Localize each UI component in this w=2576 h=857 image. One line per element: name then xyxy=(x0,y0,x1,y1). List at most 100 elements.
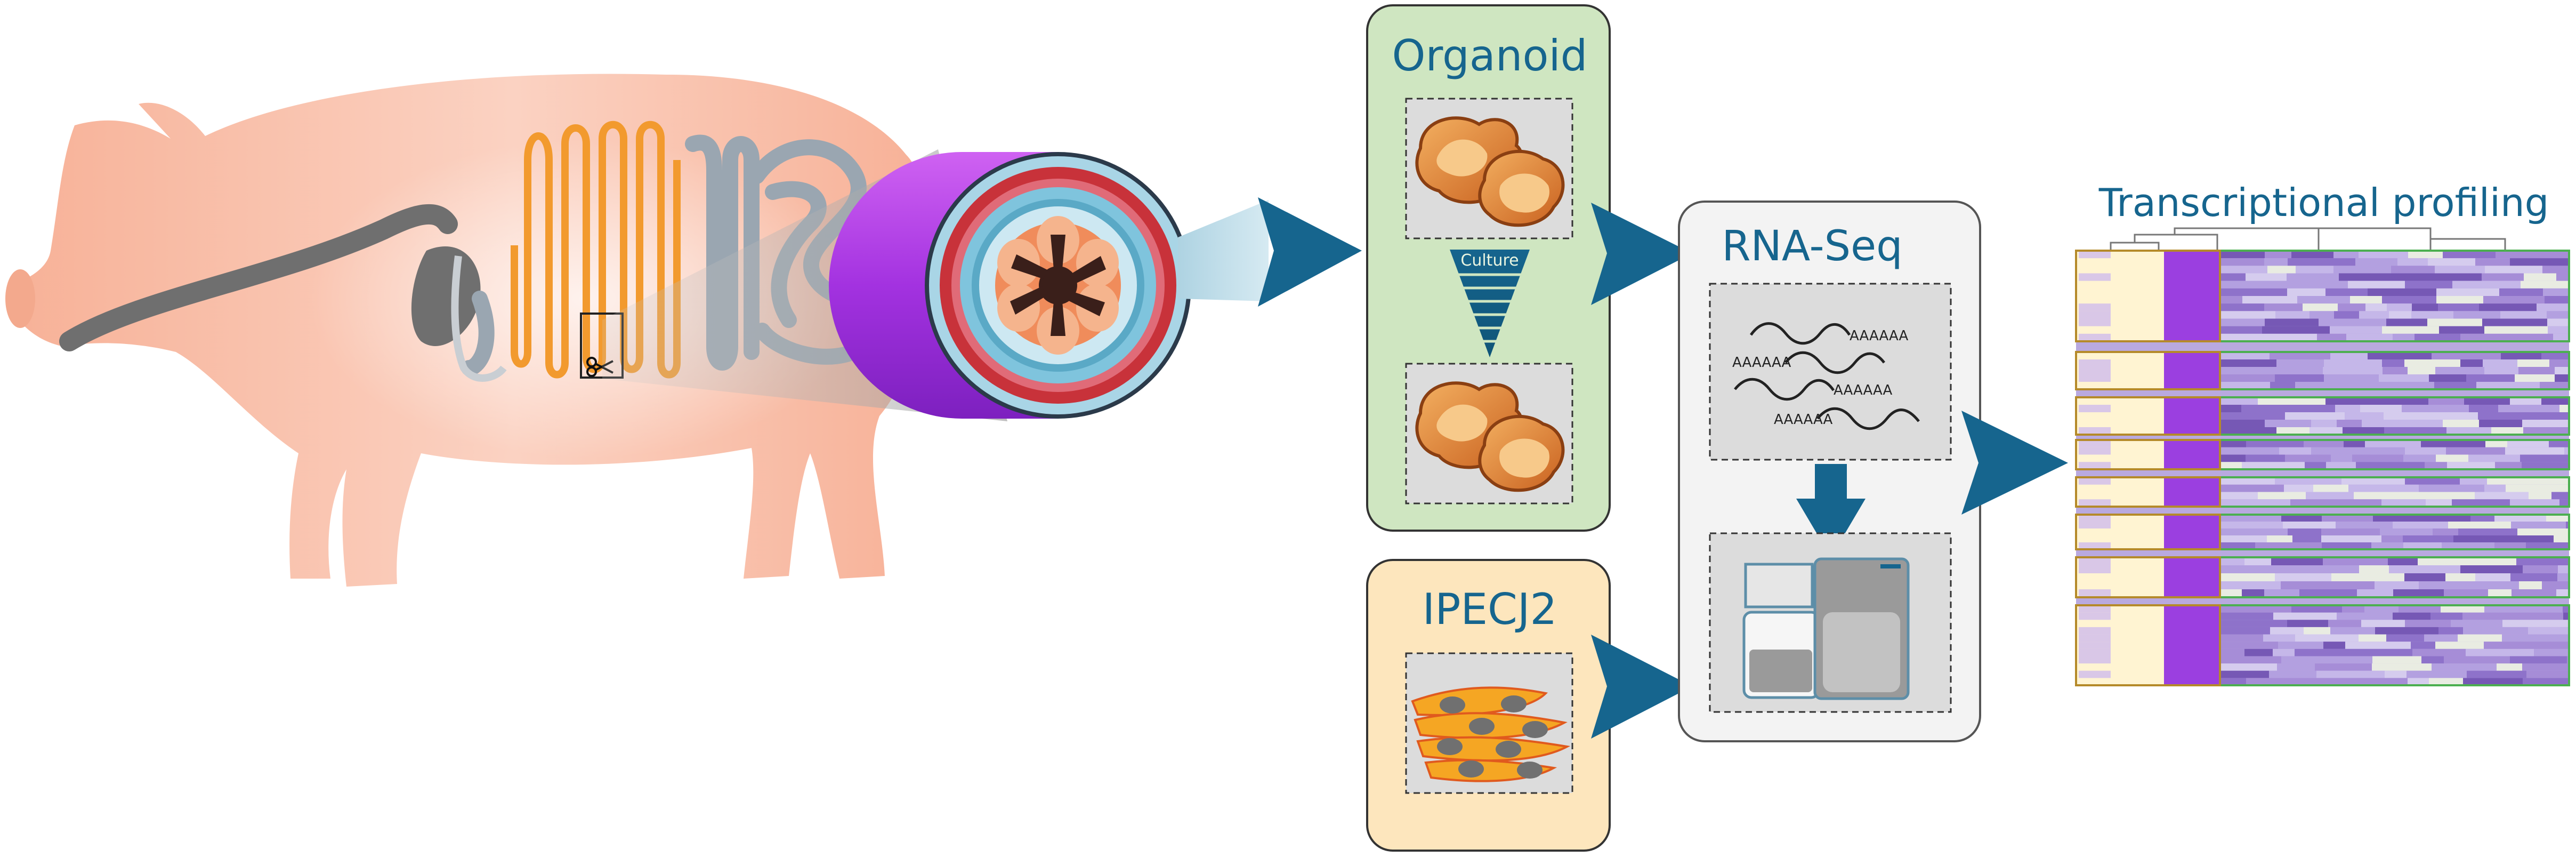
heatmap-cell xyxy=(2079,565,2111,573)
heatmap-cell xyxy=(2255,542,2282,549)
heatmap-cell xyxy=(2359,565,2389,573)
heatmap-cell xyxy=(2220,382,2270,389)
heatmap-cell xyxy=(2478,412,2533,420)
heatmap-cell xyxy=(2330,627,2375,635)
heatmap-cell xyxy=(2359,251,2408,259)
heatmap-cell xyxy=(2537,303,2569,311)
heatmap-cell xyxy=(2435,266,2485,274)
heatmap-cell xyxy=(2523,678,2569,685)
heatmap-cell xyxy=(2457,352,2501,359)
heatmap-cell xyxy=(2559,405,2569,412)
heatmap-cell xyxy=(2404,359,2460,367)
heatmap-cell xyxy=(2494,515,2546,522)
heatmap-cell xyxy=(2258,397,2325,405)
heatmap-cell xyxy=(2428,397,2464,405)
heatmap-cell xyxy=(2343,427,2384,435)
heatmap-cell xyxy=(2421,440,2443,447)
heatmap-cell xyxy=(2364,605,2399,613)
esophagus xyxy=(59,204,458,351)
heatmap-group-cell xyxy=(2164,251,2220,341)
heatmap-cell xyxy=(2290,499,2323,507)
heatmap-cell xyxy=(2413,492,2475,500)
heatmap-cell xyxy=(2384,412,2450,420)
heatmap-cell xyxy=(2342,605,2364,613)
heatmap-cell xyxy=(2220,535,2267,542)
heatmap-cell xyxy=(2491,427,2523,435)
heatmap-cell xyxy=(2528,627,2569,635)
heatmap-cell xyxy=(2391,266,2435,274)
heatmap-cell xyxy=(2452,281,2489,289)
heatmap-cell xyxy=(2220,515,2281,522)
heatmap-cell xyxy=(2357,589,2393,597)
heatmap-cell xyxy=(2434,382,2476,389)
heatmap-cell xyxy=(2079,670,2111,678)
heatmap-cell xyxy=(2331,656,2372,664)
heatmap-cell xyxy=(2220,251,2265,259)
heatmap-cell xyxy=(2291,605,2342,613)
heatmap-cell xyxy=(2484,484,2506,492)
heatmap-cell xyxy=(2220,427,2276,435)
heatmap-cell xyxy=(2220,273,2246,281)
heatmap-cell xyxy=(2287,620,2328,627)
heatmap-cell xyxy=(2270,627,2304,635)
heatmap-cell xyxy=(2079,612,2111,620)
heatmap-cell xyxy=(2556,589,2569,597)
heatmap-cell xyxy=(2429,374,2466,382)
heatmap-cell xyxy=(2481,499,2510,507)
heatmap-cell xyxy=(2526,670,2569,678)
heatmap-cell xyxy=(2324,374,2379,382)
organoid-icon xyxy=(1415,116,1565,227)
heatmap-cell xyxy=(2220,581,2281,589)
heatmap-cell xyxy=(2393,522,2448,528)
heatmap-cell xyxy=(2306,492,2354,500)
heatmap-cell xyxy=(2408,367,2435,374)
rna-transcripts-icon xyxy=(1734,322,1920,430)
heatmap-cell xyxy=(2381,499,2426,507)
heatmap-cell xyxy=(2387,303,2412,311)
heatmap-cell xyxy=(2220,397,2258,405)
heatmap-cell xyxy=(2323,642,2345,649)
heatmap-cell xyxy=(2242,296,2297,304)
heatmap-cell xyxy=(2246,678,2306,685)
heatmap-cell xyxy=(2306,678,2372,685)
heatmap-cell xyxy=(2296,266,2333,274)
heatmap-cell xyxy=(2220,528,2288,535)
heatmap-cell xyxy=(2352,499,2381,507)
heatmap-cell xyxy=(2267,535,2292,542)
heatmap-cell xyxy=(2566,522,2569,528)
heatmap-cell xyxy=(2264,589,2299,597)
polya-label-4: AAAAAA xyxy=(1774,412,1833,428)
heatmap-cell xyxy=(2338,303,2365,311)
heatmap-cell xyxy=(2479,303,2537,311)
heatmap-cell xyxy=(2405,620,2451,627)
heatmap-cell xyxy=(2360,670,2385,678)
heatmap-cell xyxy=(2382,359,2404,367)
heatmap-cell xyxy=(2287,273,2339,281)
heatmap-cell xyxy=(2285,454,2331,462)
heatmap-cell xyxy=(2315,663,2372,671)
rnaseq-panel: RNA-Seq AAAAAA AAAAAA AAAAAA AAAAAA xyxy=(1678,201,1981,742)
heatmap-cell xyxy=(2556,273,2569,281)
heatmap-cell xyxy=(2220,573,2275,581)
heatmap-cell xyxy=(2502,634,2550,642)
heatmap-cell xyxy=(2550,634,2569,642)
intestine-grey-tail xyxy=(451,255,507,382)
heatmap-cell xyxy=(2079,477,2111,485)
heatmap-cell xyxy=(2283,522,2336,528)
heatmap-cell xyxy=(2544,528,2569,535)
heatmap-cell xyxy=(2476,382,2540,389)
heatmap-cell xyxy=(2540,382,2569,389)
heatmap-cell xyxy=(2459,557,2516,565)
heatmap-cell xyxy=(2220,281,2282,289)
heatmap-cell xyxy=(2452,499,2481,507)
heatmap-cell xyxy=(2079,605,2111,613)
heatmap-cell xyxy=(2542,484,2569,492)
heatmap-cell xyxy=(2220,258,2264,266)
heatmap-cell xyxy=(2351,447,2405,455)
heatmap-cell xyxy=(2392,382,2434,389)
heatmap-cell xyxy=(2419,484,2484,492)
heatmap-cell xyxy=(2284,484,2313,492)
heatmap-cell xyxy=(2368,352,2432,359)
heatmap-cell xyxy=(2448,522,2511,528)
heatmap-cell xyxy=(2325,288,2368,296)
